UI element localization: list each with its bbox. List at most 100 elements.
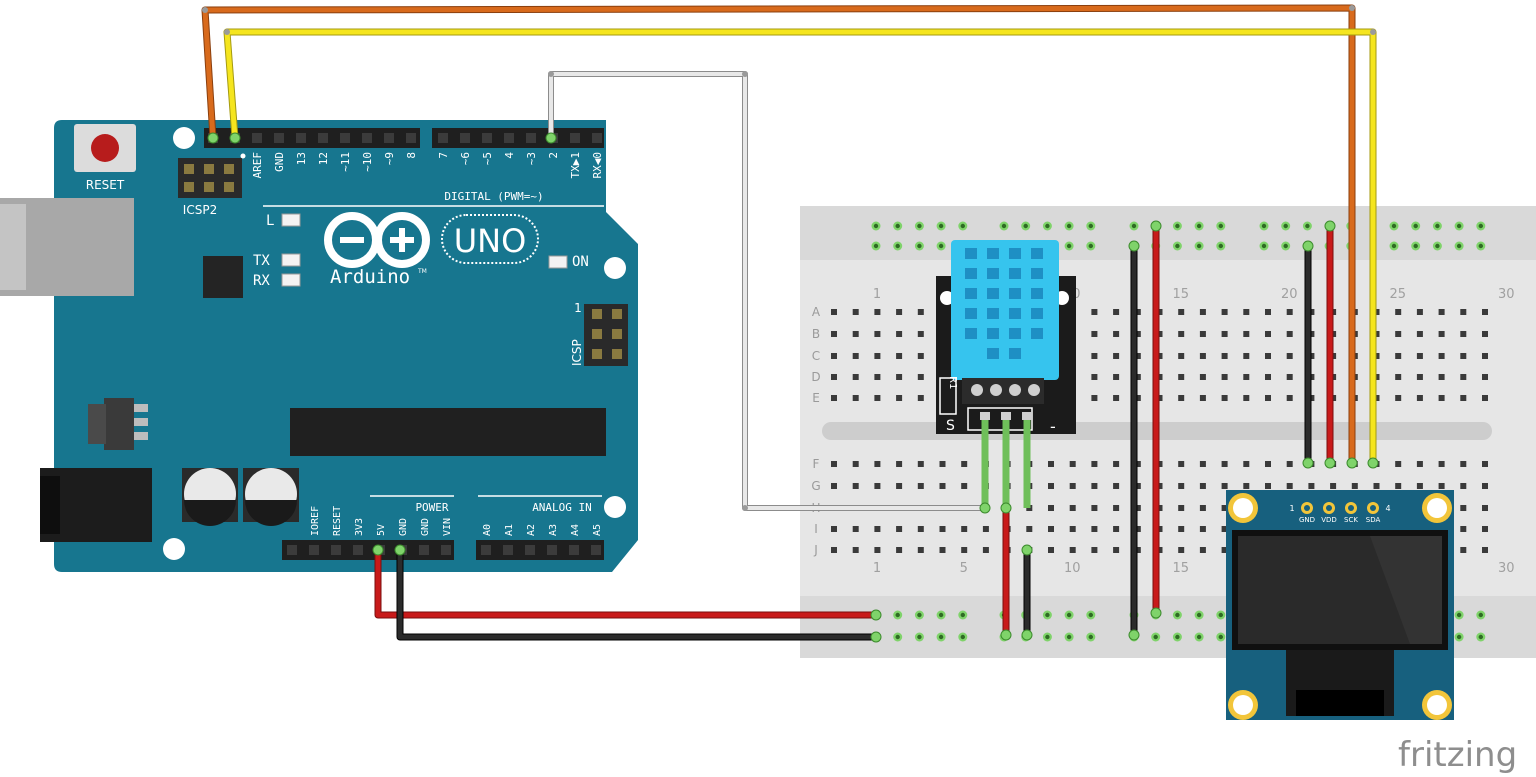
breadboard-hole — [1286, 374, 1293, 380]
header-socket — [274, 133, 284, 143]
breadboard-hole — [1482, 353, 1488, 359]
header-socket — [331, 545, 341, 555]
breadboard-hole — [1438, 309, 1445, 315]
capacitor-stripe — [245, 500, 297, 526]
wire-bend-point — [742, 71, 748, 77]
breadboard-hole — [1460, 395, 1467, 401]
wire-endpoint — [1000, 629, 1012, 641]
breadboard-hole — [1178, 374, 1185, 380]
wire-endpoint — [1128, 629, 1140, 641]
wire-endpoint — [870, 609, 882, 621]
breadboard-hole — [1416, 395, 1423, 401]
breadboard-hole — [1482, 483, 1488, 489]
breadboard-hole — [1243, 395, 1250, 401]
header-socket — [591, 545, 601, 555]
rail-hole-center — [1066, 612, 1072, 618]
breadboard-hole — [1286, 395, 1293, 401]
analog-pin-label: A1 — [504, 524, 515, 536]
breadboard-hole — [1134, 505, 1141, 511]
wire-endpoint — [1302, 457, 1314, 469]
breadboard-hole — [1091, 483, 1098, 489]
dht11-vent — [1031, 248, 1043, 259]
column-number: 1 — [873, 561, 881, 576]
rail-hole-center — [1045, 634, 1050, 640]
breadboard-hole — [917, 526, 924, 532]
rail-hole-center — [1066, 223, 1072, 229]
breadboard-hole — [1199, 526, 1206, 532]
rail-hole-center — [1435, 223, 1440, 229]
header-socket — [353, 545, 363, 555]
breadboard-hole — [1113, 395, 1120, 401]
breadboard-hole — [1113, 526, 1120, 532]
breadboard-hole — [1178, 505, 1185, 511]
led-on — [548, 255, 568, 269]
breadboard-hole — [961, 483, 968, 489]
wire-bend-point — [1370, 29, 1376, 35]
column-number: 25 — [1390, 287, 1407, 302]
led-tx-label: TX — [253, 253, 270, 269]
oled-screen-glare — [1370, 536, 1442, 644]
rail-hole-center — [1175, 612, 1180, 618]
breadboard-hole — [1438, 353, 1445, 359]
breadboard-hole — [1460, 374, 1467, 380]
dht11-vent — [1031, 288, 1043, 299]
dht11-pin — [1028, 384, 1040, 396]
breadboard-hole — [874, 353, 881, 359]
dht11-vent — [987, 248, 999, 259]
wire-bend-point — [742, 505, 748, 511]
capacitor-stripe — [184, 500, 236, 526]
digital-pin-label: ~10 — [361, 152, 374, 172]
breadboard-hole — [1134, 395, 1141, 401]
oled-pin-label: VDD — [1321, 516, 1337, 524]
reset-label: RESET — [86, 178, 125, 192]
breadboard-hole — [1091, 309, 1098, 315]
digital-pin-label: 7 — [437, 152, 450, 159]
breadboard-hole — [1134, 547, 1141, 553]
breadboard-hole — [874, 374, 881, 380]
wire-endpoint — [1000, 502, 1012, 514]
breadboard-hole — [1395, 395, 1402, 401]
breadboard-hole — [1438, 395, 1445, 401]
breadboard-hole — [1113, 547, 1120, 553]
arduino-uno-board: RESET ICSP2 L TX RX ON — [0, 120, 638, 572]
header-socket — [309, 545, 319, 555]
breadboard-hole — [917, 461, 924, 467]
breadboard-hole — [1113, 505, 1120, 511]
breadboard-hole — [831, 374, 837, 380]
rail-hole-center — [1175, 223, 1180, 229]
breadboard-hole — [1221, 353, 1228, 359]
breadboard-hole — [1460, 331, 1467, 337]
mounting-hole — [604, 257, 626, 279]
trademark: TM — [417, 268, 427, 275]
arduino-infinity-logo — [324, 212, 430, 268]
column-number: 20 — [1281, 287, 1298, 302]
row-letter: J — [813, 543, 818, 557]
breadboard-hole — [1395, 353, 1402, 359]
dht11-vent — [965, 308, 977, 319]
breadboard-hole — [961, 547, 968, 553]
breadboard-hole — [917, 309, 924, 315]
rail-hole-center — [895, 243, 900, 249]
breadboard-hole — [852, 331, 859, 337]
reset-button[interactable] — [91, 134, 119, 162]
breadboard-hole — [1048, 505, 1054, 511]
rail-hole-center — [1045, 223, 1050, 229]
breadboard-hole — [1482, 547, 1488, 553]
breadboard-hole — [1178, 483, 1185, 489]
rail-hole-center — [1478, 223, 1484, 229]
wire-endpoint — [1324, 220, 1336, 232]
mounting-hole — [604, 496, 626, 518]
rail-hole-center — [873, 223, 879, 229]
rail-hole-center — [1088, 243, 1094, 249]
breadboard-hole — [1351, 483, 1358, 489]
breadboard-hole — [852, 547, 859, 553]
breadboard-hole — [939, 526, 946, 532]
dc-power-jack-face — [40, 476, 60, 534]
dht11-grille — [965, 248, 1043, 359]
digital-pin-label: 12 — [317, 152, 330, 165]
rail-hole-center — [1478, 612, 1484, 618]
rail-hole-center — [938, 612, 944, 618]
rail-hole-center — [1391, 243, 1397, 249]
icsp2-pins — [184, 164, 234, 192]
